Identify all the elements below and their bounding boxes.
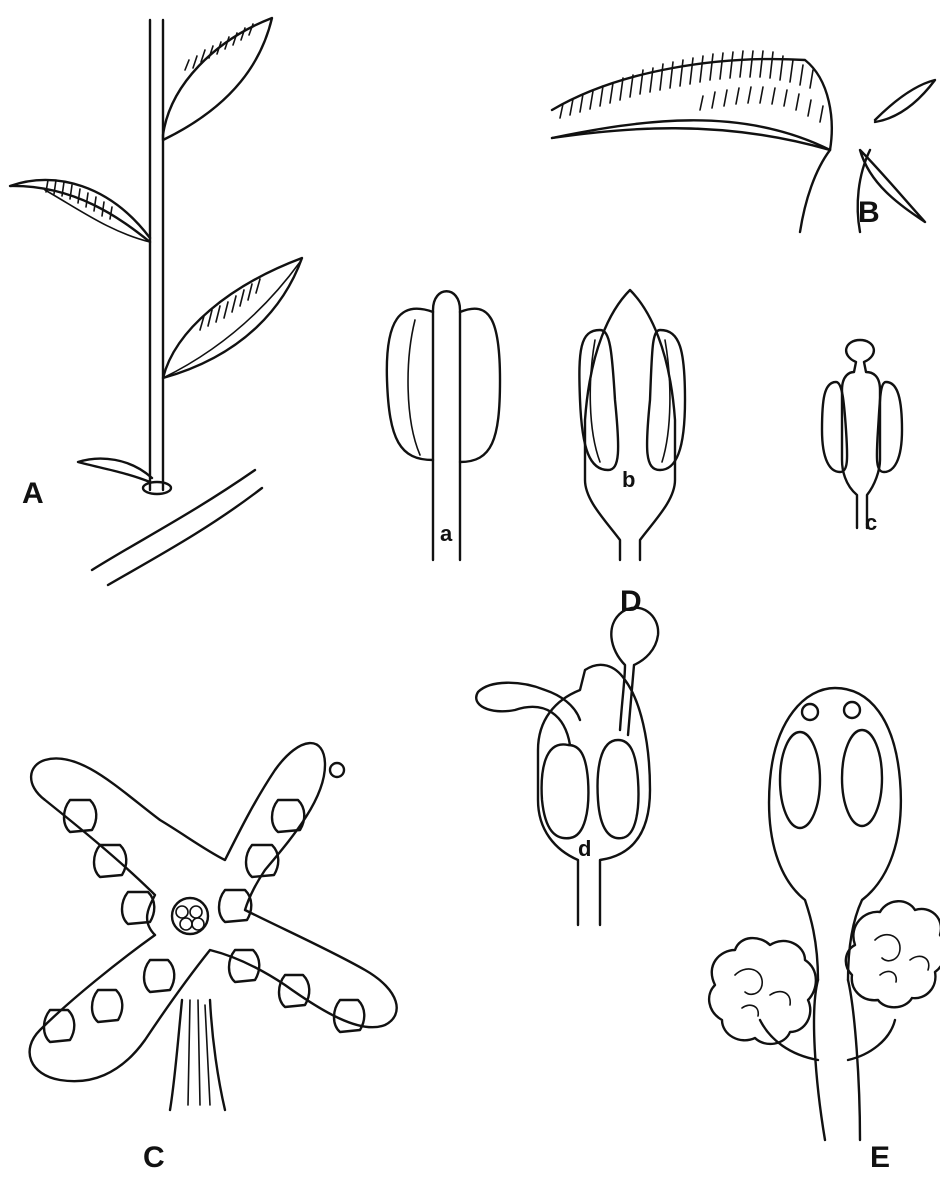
- label-d-d: d: [578, 836, 591, 861]
- figure-d-c: [822, 340, 902, 528]
- figure-e-stalked-head: [709, 688, 940, 1140]
- figure-d-a: [387, 291, 500, 560]
- figure-a-leaf-lower: [163, 258, 302, 378]
- figure-e-stalk: [760, 980, 895, 1140]
- label-d-a: a: [440, 521, 453, 546]
- figure-c-stalk: [170, 1000, 225, 1110]
- figure-d-series: [387, 290, 902, 925]
- figure-c-cross-section: [30, 743, 397, 1110]
- figure-d-d: [476, 608, 658, 925]
- label-d: D: [620, 585, 642, 618]
- label-d-b: b: [622, 467, 635, 492]
- figure-a-substrate: [92, 470, 262, 585]
- figure-a-shoot: [10, 18, 302, 585]
- figure-a-leaf-upper: [163, 18, 272, 140]
- label-c: C: [143, 1141, 165, 1174]
- label-a: A: [22, 477, 44, 510]
- figure-e-spheres: [709, 901, 940, 1044]
- figure-a-stem: [150, 20, 163, 490]
- figure-a-leaf-basal: [78, 459, 152, 482]
- label-b: B: [858, 196, 880, 229]
- figure-d-b: [579, 290, 685, 560]
- label-e: E: [870, 1141, 890, 1174]
- label-d-c: c: [865, 510, 877, 535]
- figure-a-sporangia: [46, 24, 260, 330]
